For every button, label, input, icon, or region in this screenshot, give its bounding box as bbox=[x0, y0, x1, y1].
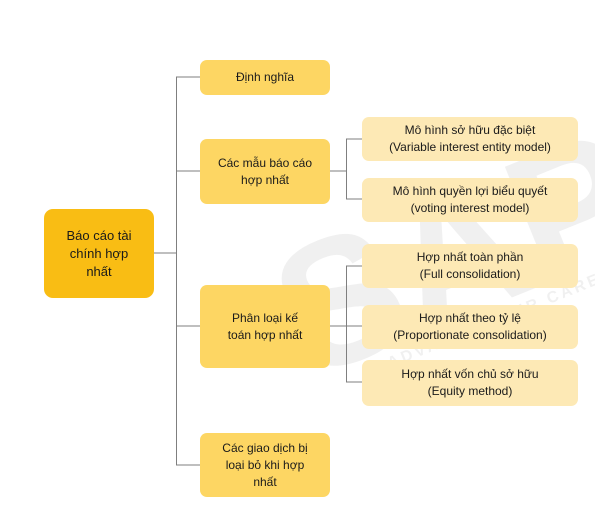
root-label: Báo cáo tài chính hợp nhất bbox=[66, 227, 132, 279]
node-equity-method: Hợp nhất vốn chủ sở hữu (Equity method) bbox=[362, 360, 578, 406]
node-full-consolidation-label: Hợp nhất toàn phần (Full consolidation) bbox=[416, 250, 524, 281]
node-consolidation-types-label: Phân loại kế toán hợp nhất bbox=[227, 310, 303, 342]
node-voting-model-label: Mô hình quyền lợi biểu quyết (voting int… bbox=[392, 184, 548, 215]
node-full-consolidation: Hợp nhất toàn phần (Full consolidation) bbox=[362, 244, 578, 288]
node-eliminated-transactions-label: Các giao dịch bị loại bỏ khi hợp nhất bbox=[222, 440, 308, 489]
node-definition: Định nghĩa bbox=[200, 60, 330, 95]
node-eliminated-transactions: Các giao dịch bị loại bỏ khi hợp nhất bbox=[200, 433, 330, 497]
node-consolidation-types: Phân loại kế toán hợp nhất bbox=[200, 285, 330, 368]
node-report-models-label: Các mẫu báo cáo hợp nhất bbox=[217, 155, 313, 187]
node-vie-model: Mô hình sở hữu đặc biệt (Variable intere… bbox=[362, 117, 578, 161]
root-node: Báo cáo tài chính hợp nhất bbox=[44, 209, 154, 298]
node-voting-model: Mô hình quyền lợi biểu quyết (voting int… bbox=[362, 178, 578, 222]
node-vie-model-label: Mô hình sở hữu đặc biệt (Variable intere… bbox=[389, 123, 551, 154]
node-equity-method-label: Hợp nhất vốn chủ sở hữu (Equity method) bbox=[401, 367, 539, 398]
node-proportionate-consolidation: Hợp nhất theo tỷ lệ (Proportionate conso… bbox=[362, 305, 578, 349]
node-definition-label: Định nghĩa bbox=[235, 70, 295, 84]
node-report-models: Các mẫu báo cáo hợp nhất bbox=[200, 139, 330, 204]
node-proportionate-consolidation-label: Hợp nhất theo tỷ lệ (Proportionate conso… bbox=[393, 311, 547, 342]
